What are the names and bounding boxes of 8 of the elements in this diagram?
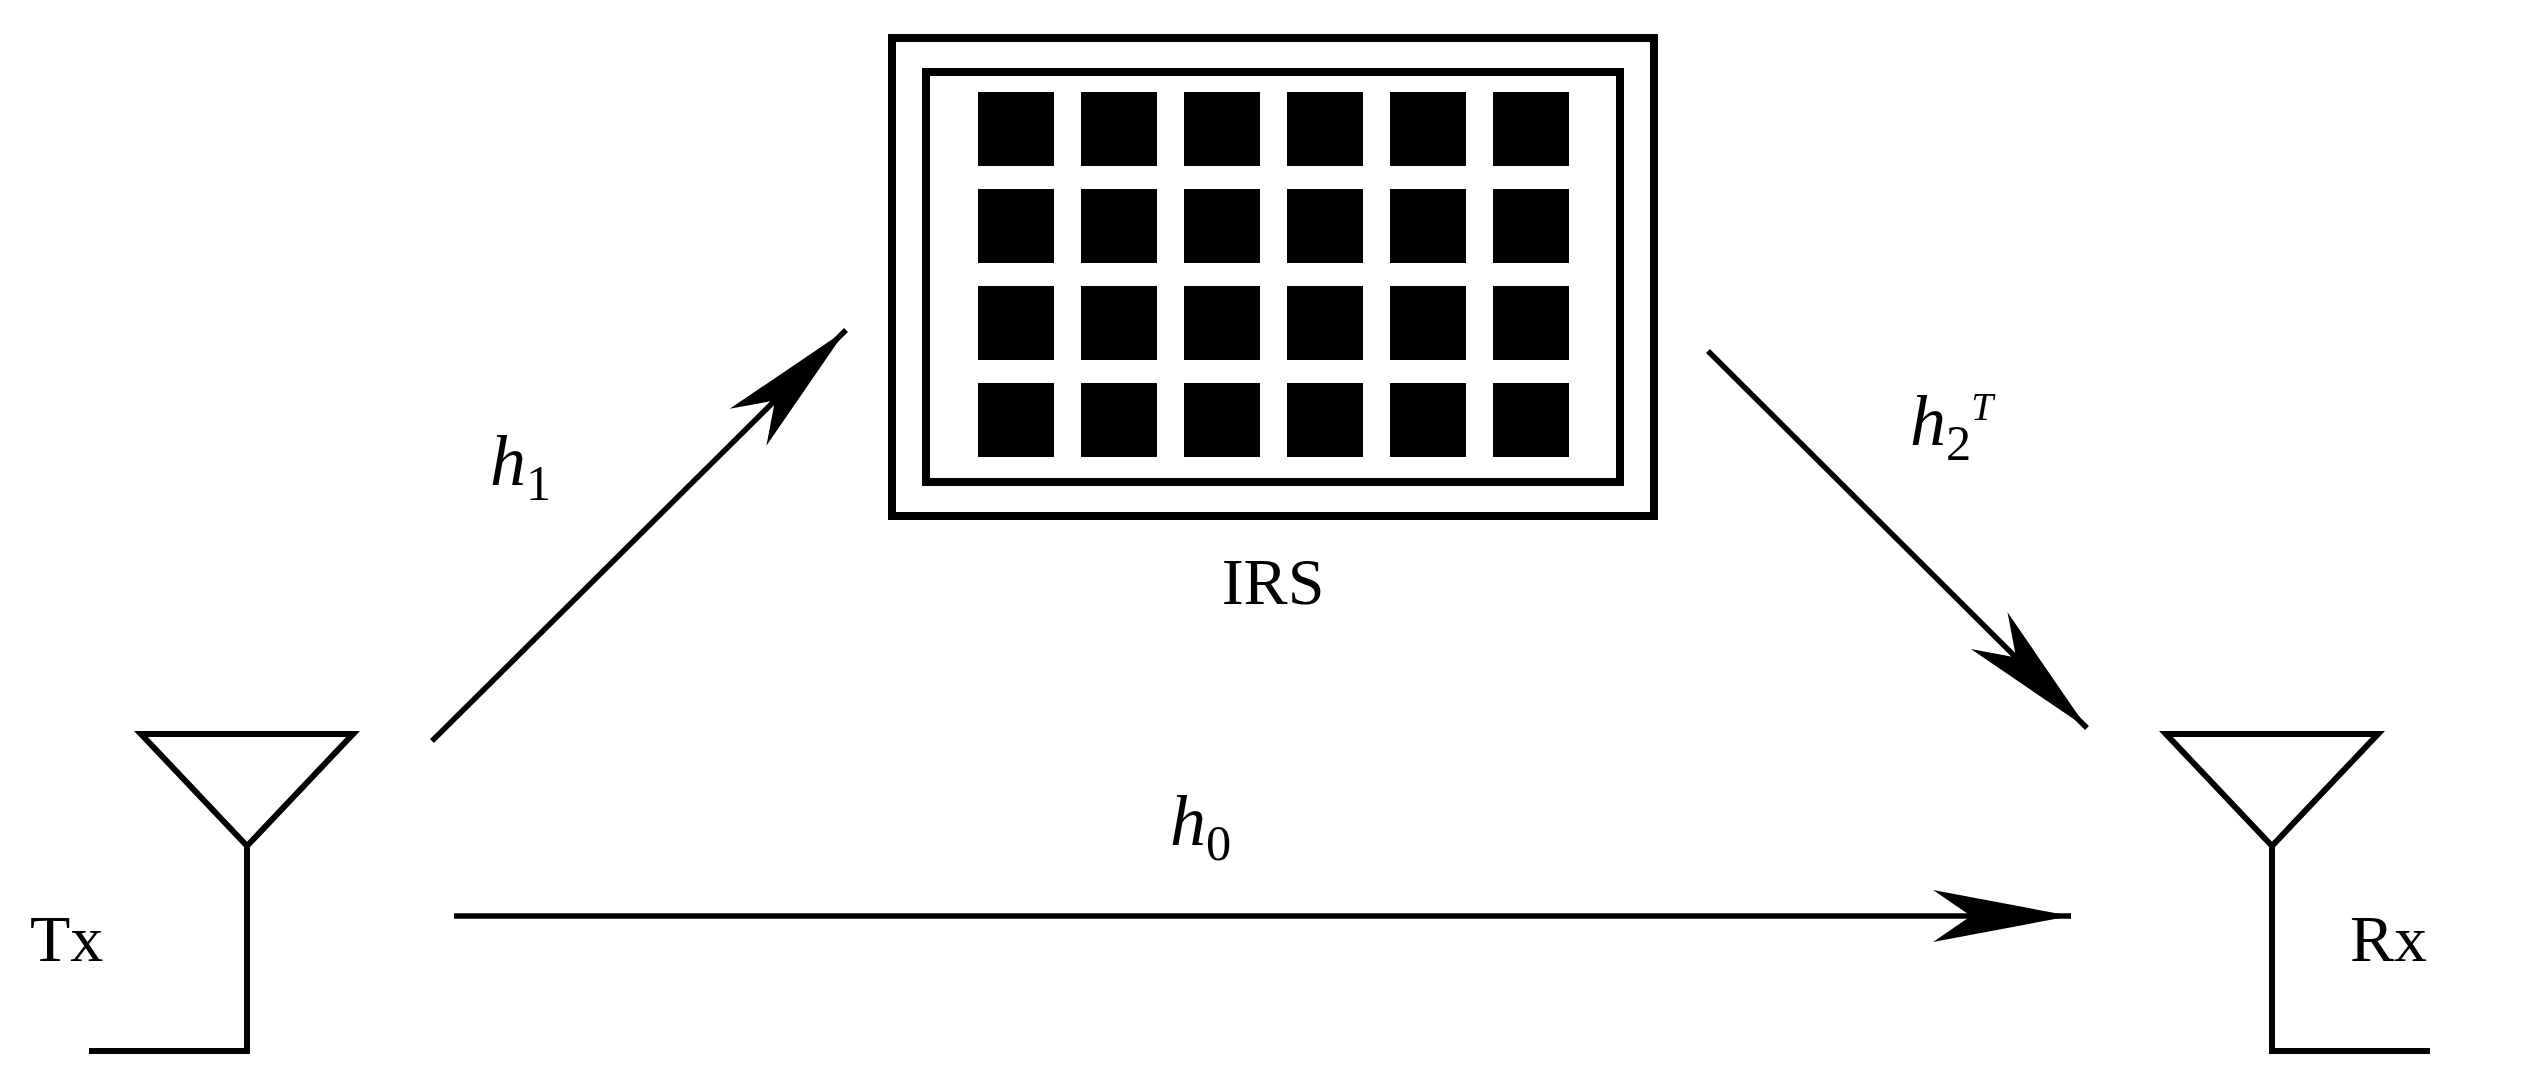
node-label: Tx bbox=[30, 906, 104, 972]
arrow bbox=[1706, 349, 2089, 730]
arrow bbox=[430, 328, 848, 743]
edge-label: h$_{1}$ bbox=[490, 425, 552, 509]
edge-label: h$_{0}$ bbox=[1170, 785, 1232, 869]
arrow bbox=[454, 890, 2071, 942]
node-label: IRS bbox=[1221, 549, 1325, 615]
node-label: Rx bbox=[2350, 906, 2428, 972]
